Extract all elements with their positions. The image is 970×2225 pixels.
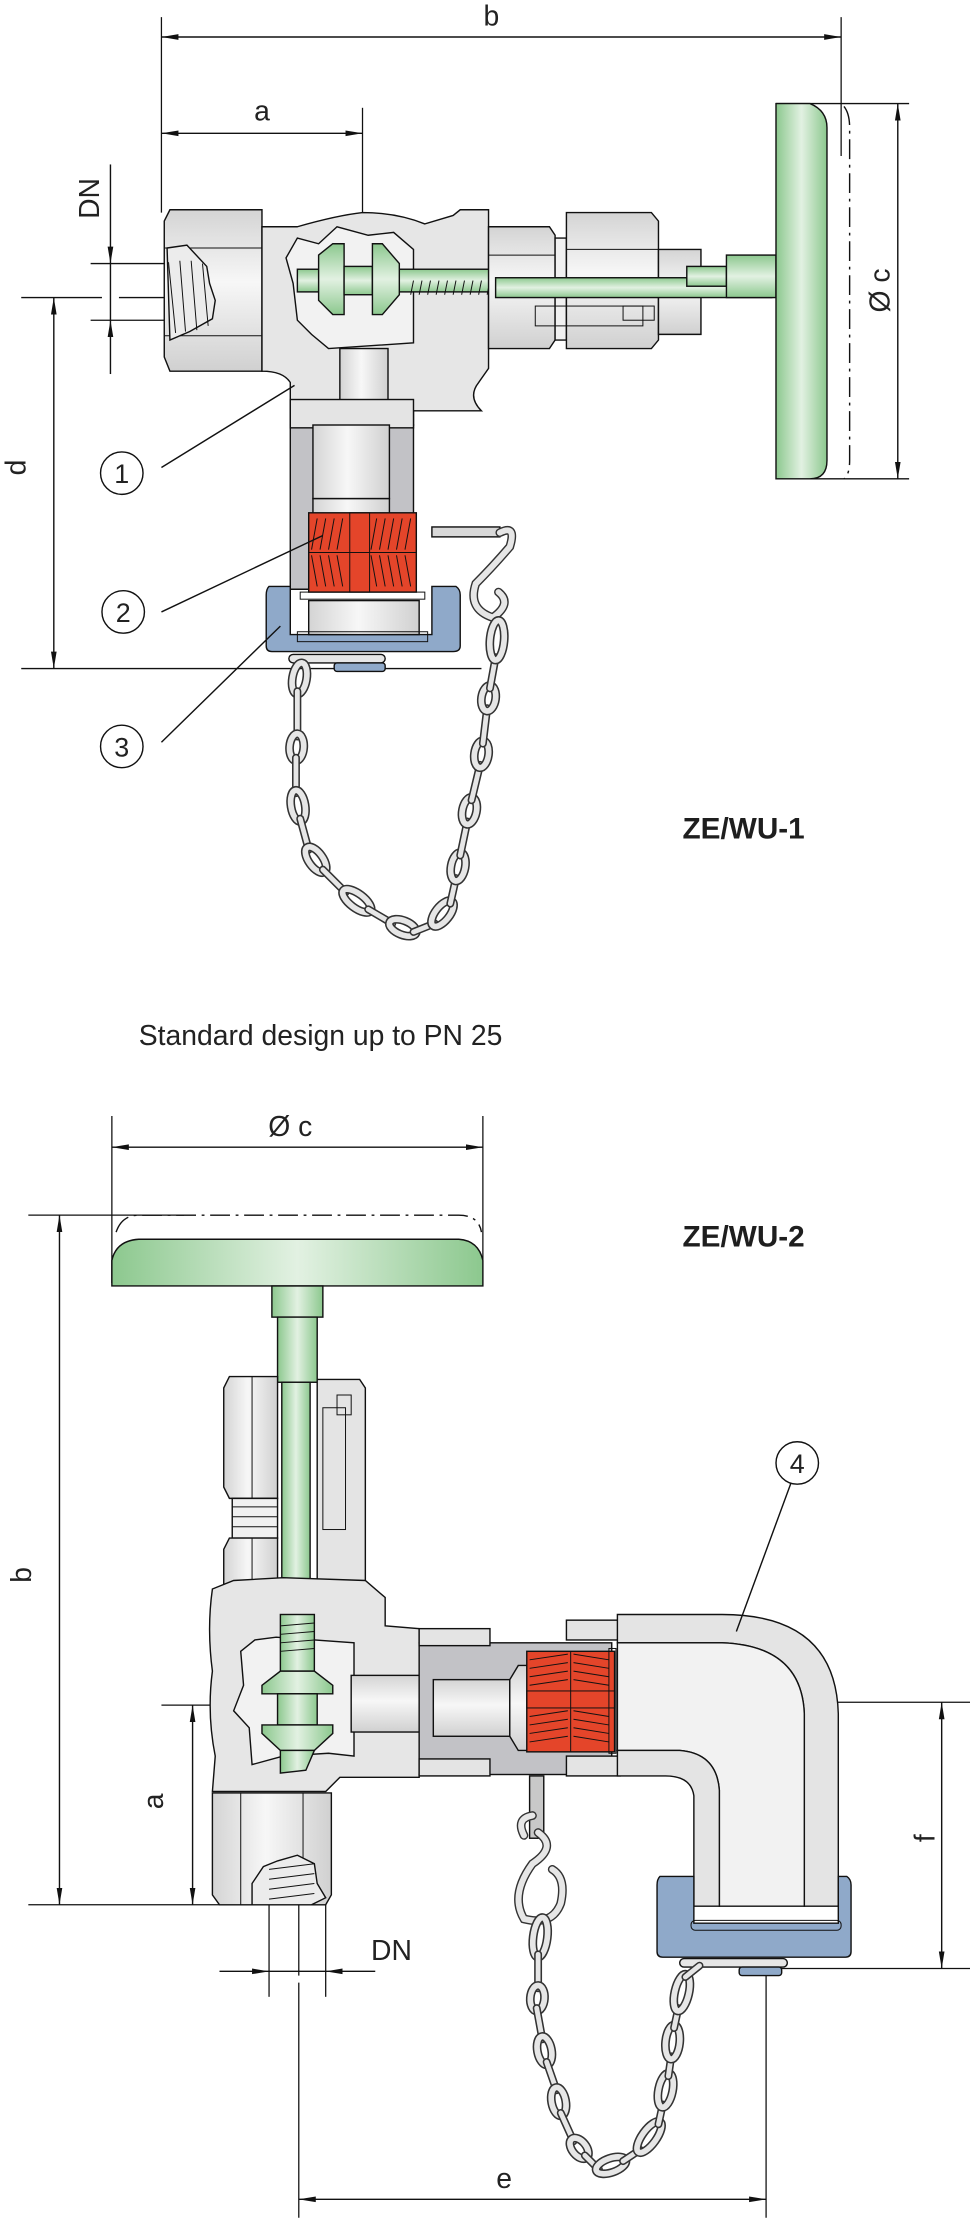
cap-2 <box>656 1875 852 1958</box>
dimension-c-label-2: Ø c <box>268 1111 312 1143</box>
balloon-4: 4 <box>790 1449 805 1479</box>
variant-1-title: ZE/WU-1 <box>683 812 805 845</box>
dimension-dn-label-2: DN <box>371 1935 412 1967</box>
dimension-e-label: e <box>496 2163 512 2195</box>
dimension-f-label: f <box>910 1834 942 1842</box>
dimension-b-label: b <box>483 1 499 33</box>
chain-link <box>486 617 508 663</box>
dimension-b-label-2: b <box>6 1567 38 1583</box>
dimension-c-label: Ø c <box>864 268 896 312</box>
variant-2-title: ZE/WU-2 <box>683 1220 805 1253</box>
balloon-2: 2 <box>116 598 131 628</box>
variant-2-drawing: Ø c b a DN e f <box>6 1111 970 2218</box>
chain-link <box>682 1963 702 1980</box>
dimension-dn-label: DN <box>74 178 106 219</box>
filter-element-1 <box>299 512 426 600</box>
dimension-a-label-2: a <box>138 1793 170 1809</box>
handwheel-1 <box>775 102 828 480</box>
variant-1-drawing: b a DN d Ø c <box>0 1 910 941</box>
dimension-a-label: a <box>254 96 270 128</box>
handwheel-2 <box>111 1238 484 1287</box>
design-note: Standard design up to PN 25 <box>139 1020 503 1052</box>
chain-2 <box>525 1913 704 2179</box>
dimension-d-label: d <box>0 460 32 476</box>
balloon-3: 3 <box>114 732 129 762</box>
filter-element-2 <box>526 1647 617 1754</box>
chain-1 <box>285 616 509 941</box>
balloon-1: 1 <box>114 459 129 489</box>
